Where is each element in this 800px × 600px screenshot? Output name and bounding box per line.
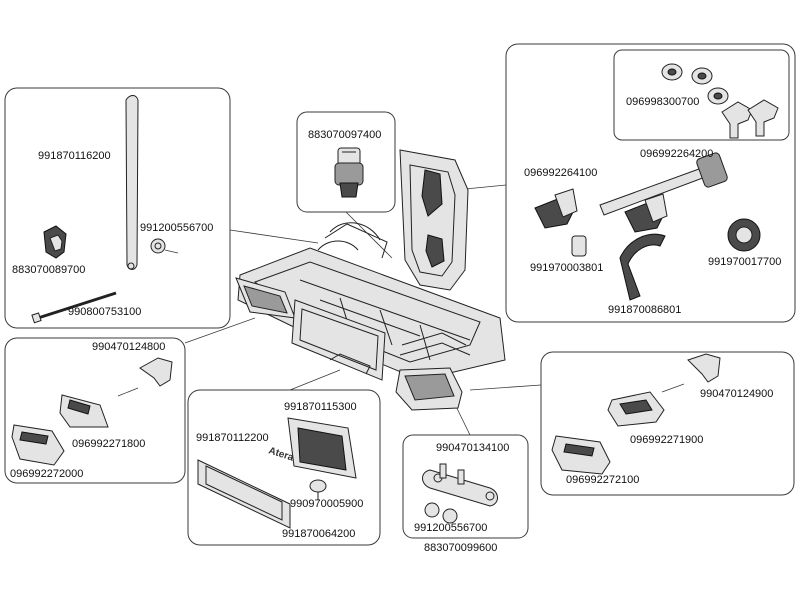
pad-part: [571, 235, 587, 257]
label-883070099600: 883070099600: [424, 542, 498, 554]
label-991970003801: 991970003801: [530, 262, 604, 274]
panel-left-top: [4, 87, 231, 329]
bike-carrier-main: [235, 149, 506, 411]
wheel-clamp-right-part: [624, 193, 668, 233]
label-096992271800: 096992271800: [72, 438, 146, 450]
label-096992264100: 096992264100: [524, 167, 598, 179]
screw-part: [309, 479, 327, 500]
label-991200556700-bottom: 991200556700: [414, 522, 488, 534]
nut-part-top: [150, 238, 179, 254]
tension-strap-part: [125, 95, 139, 270]
light-cover-right-part: [551, 435, 611, 475]
label-991870086801: 991870086801: [608, 304, 682, 316]
label-990800753100: 990800753100: [68, 306, 142, 318]
label-096992272000: 096992272000: [10, 468, 84, 480]
label-096992272100: 096992272100: [566, 474, 640, 486]
label-883070089700: 883070089700: [12, 264, 86, 276]
light-bracket-left-part: [117, 357, 173, 397]
plate-light-part: [287, 417, 357, 479]
label-990470124900: 990470124900: [700, 388, 774, 400]
wheel-clamp-left-part: [534, 188, 578, 229]
label-991870116200: 991870116200: [38, 150, 111, 162]
label-096998300700: 096998300700: [626, 96, 700, 108]
wheel-holder-arm-part: [599, 152, 728, 216]
label-991870115300: 991870115300: [284, 401, 357, 413]
rotary-knob-part: [727, 218, 761, 252]
label-883070097400: 883070097400: [308, 129, 382, 141]
long-bolt-part: [31, 291, 117, 324]
keys-part: [721, 99, 779, 139]
rubber-strap-part: [619, 233, 666, 301]
light-cover-left-part: [11, 424, 65, 466]
label-096992264200: 096992264200: [640, 148, 714, 160]
label-991200556700-top: 991200556700: [140, 222, 214, 234]
light-unit-left-part: [59, 394, 109, 428]
number-plate-holder-part: [197, 459, 291, 529]
label-990970005900: 990970005900: [290, 498, 364, 510]
adapter-nuts-part: [424, 502, 458, 524]
label-991970017700: 991970017700: [708, 256, 782, 268]
buckle-part: [43, 225, 67, 259]
label-096992271900: 096992271900: [630, 434, 704, 446]
light-bracket-right-part: [661, 353, 721, 393]
lock-cylinders-part: [661, 63, 729, 105]
adapter-plate-part: [422, 463, 498, 507]
label-990470124800: 990470124800: [92, 341, 166, 353]
label-991870112200: 991870112200: [196, 432, 269, 444]
label-991870064200: 991870064200: [282, 528, 356, 540]
light-unit-right-part: [607, 391, 665, 427]
frame-clamp-part: [334, 147, 364, 198]
label-990470134100: 990470134100: [436, 442, 510, 454]
